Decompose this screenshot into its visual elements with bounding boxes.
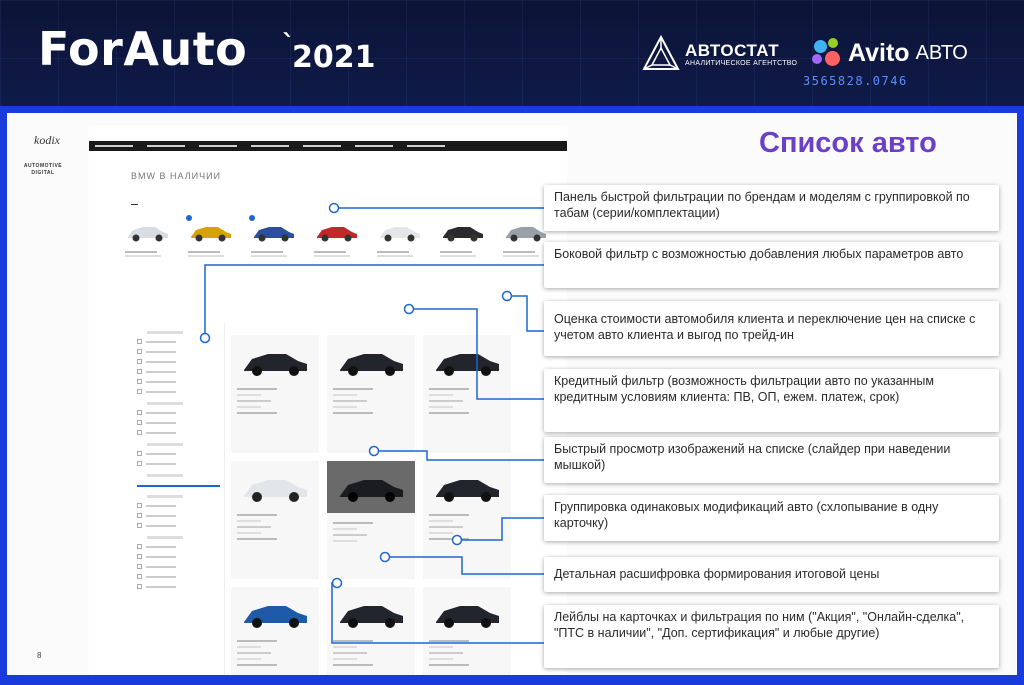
site-heading: BMW В НАЛИЧИИ [131,171,222,181]
model-tile[interactable] [440,221,485,257]
autostat-subtitle: АНАЛИТИЧЕСКОЕ АГЕНТСТВО [685,59,798,67]
annotation-credit-filter: Кредитный фильтр (возможность фильтрации… [544,369,999,432]
annotation-price-breakdown: Детальная расшифровка формирования итого… [544,557,999,592]
car-card[interactable] [327,587,415,675]
event-logo: ForAuto [38,22,248,76]
avito-name: Avito [848,38,910,67]
annotation-image-preview: Быстрый просмотр изображений на списке (… [544,437,999,483]
annotation-side-filter: Боковой фильтр с возможностью добавления… [544,242,999,288]
autostat-triangle-icon [642,34,680,70]
car-card[interactable] [231,461,319,579]
website-screenshot: BMW В НАЛИЧИИ [89,125,567,675]
banner-grid-background [0,0,1024,106]
event-banner: ForAuto 2021 АВТОСТАТ АНАЛИТИЧЕСКОЕ АГЕН… [0,0,1024,106]
annotation-connectors [199,202,544,644]
car-card-image-slider[interactable] [327,461,415,579]
model-tile[interactable] [503,221,548,257]
brand-strip: kodix AUTOMOTIVE DIGITAL 8 [7,113,77,675]
slide-title: Список авто [759,127,937,159]
annotation-labels: Лейблы на карточках и фильтрация по ним … [544,605,999,668]
slide-frame: kodix AUTOMOTIVE DIGITAL 8 Список авто B… [0,106,1024,685]
viewer-counter: 3565828.0746 [803,74,908,88]
avito-logo: Avito АВТО [812,38,968,68]
price-slider[interactable] [137,485,220,487]
avito-dots-icon [812,38,844,68]
car-card[interactable] [327,335,415,453]
annotation-grouping: Группировка одинаковых модификаций авто … [544,495,999,541]
model-tile[interactable] [186,215,233,257]
kodix-logo: kodix [34,133,60,147]
event-year: 2021 [282,30,375,75]
model-tile[interactable] [314,221,359,257]
slide: kodix AUTOMOTIVE DIGITAL 8 Список авто B… [7,113,1017,675]
car-card-grid [231,335,511,675]
car-card[interactable] [231,587,319,675]
model-tile[interactable] [249,215,296,257]
page-number: 8 [37,651,42,660]
side-filter-panel [133,323,225,675]
car-card[interactable] [423,461,511,579]
autostat-logo: АВТОСТАТ АНАЛИТИЧЕСКОЕ АГЕНТСТВО [641,34,797,74]
site-menubar [89,141,567,151]
car-card[interactable] [231,335,319,453]
car-card[interactable] [423,335,511,453]
autostat-name: АВТОСТАТ [685,40,780,60]
annotation-quick-filter: Панель быстрой фильтрации по брендам и м… [544,185,999,231]
brand-subtitle: AUTOMOTIVE DIGITAL [23,163,63,176]
avito-subtitle: АВТО [915,41,968,64]
model-tile[interactable] [125,221,170,257]
model-tile[interactable] [377,221,422,257]
site-tabs [131,199,216,205]
car-card[interactable] [423,587,511,675]
quick-filter-car-strip [125,215,548,257]
annotation-trade-in: Оценка стоимости автомобиля клиента и пе… [544,301,999,356]
